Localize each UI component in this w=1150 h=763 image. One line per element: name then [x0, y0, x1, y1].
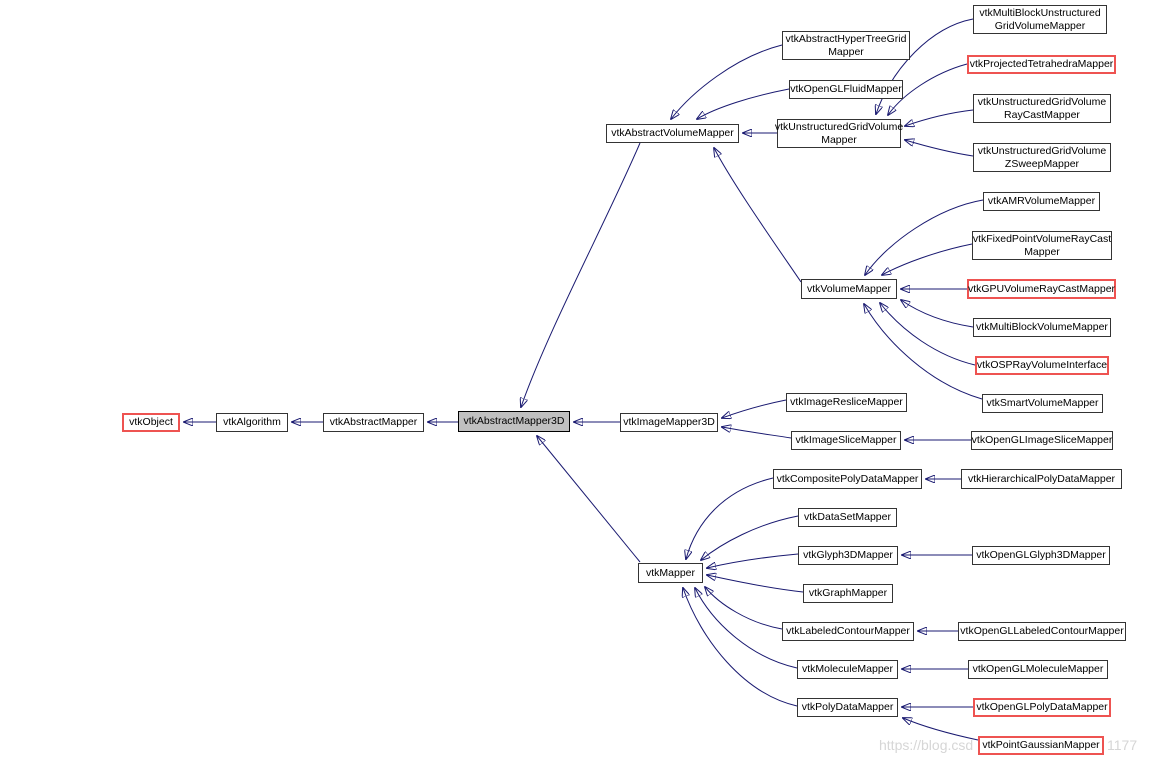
- edge-vtkMultiBlockVolumeMapper-to-vtkVolumeMapper: [901, 300, 974, 328]
- node-vtkOpenGLImageSliceMapper[interactable]: vtkOpenGLImageSliceMapper: [971, 431, 1113, 450]
- node-vtkAbstractMapper3D[interactable]: vtkAbstractMapper3D: [458, 411, 570, 432]
- node-vtkImageSliceMapper[interactable]: vtkImageSliceMapper: [791, 431, 901, 450]
- node-vtkAbstractMapper[interactable]: vtkAbstractMapper: [323, 413, 424, 432]
- edge-vtkImageResliceMapper-to-vtkImageMapper3D: [722, 399, 787, 418]
- node-vtkImageMapper3D[interactable]: vtkImageMapper3D: [620, 413, 718, 432]
- node-vtkMultiBlockUnstructuredGridVolumeMapper[interactable]: vtkMultiBlockUnstructured GridVolumeMapp…: [973, 5, 1107, 34]
- edge-vtkMoleculeMapper-to-vtkMapper: [695, 588, 798, 669]
- edge-vtkGraphMapper-to-vtkMapper: [707, 575, 804, 593]
- node-vtkAbstractHyperTreeGridMapper[interactable]: vtkAbstractHyperTreeGrid Mapper: [782, 31, 910, 60]
- watermark-text-left: https://blog.csd: [879, 737, 974, 753]
- edge-vtkAbstractVolumeMapper-to-vtkAbstractMapper3D: [521, 142, 641, 407]
- edge-vtkFixedPointVolumeRayCastMapper-to-vtkVolumeMapper: [882, 243, 973, 275]
- edge-vtkSmartVolumeMapper-to-vtkVolumeMapper: [864, 304, 983, 400]
- edge-vtkPointGaussianMapper-to-vtkPolyDataMapper: [903, 718, 979, 741]
- edge-vtkAbstractHyperTreeGridMapper-to-vtkAbstractVolumeMapper: [671, 44, 783, 119]
- node-vtkMapper[interactable]: vtkMapper: [638, 563, 703, 583]
- edge-vtkDataSetMapper-to-vtkMapper: [701, 515, 799, 560]
- edge-vtkOpenGLFluidMapper-to-vtkAbstractVolumeMapper: [697, 88, 790, 119]
- node-vtkMultiBlockVolumeMapper[interactable]: vtkMultiBlockVolumeMapper: [973, 318, 1111, 337]
- node-vtkVolumeMapper[interactable]: vtkVolumeMapper: [801, 279, 897, 299]
- node-vtkOpenGLGlyph3DMapper[interactable]: vtkOpenGLGlyph3DMapper: [972, 546, 1110, 565]
- node-vtkPointGaussianMapper[interactable]: vtkPointGaussianMapper: [978, 736, 1104, 755]
- node-vtkCompositePolyDataMapper[interactable]: vtkCompositePolyDataMapper: [773, 469, 922, 489]
- watermark-text-right: 1177: [1107, 737, 1138, 753]
- edge-vtkLabeledContourMapper-to-vtkMapper: [705, 587, 783, 630]
- node-vtkImageResliceMapper[interactable]: vtkImageResliceMapper: [786, 393, 907, 412]
- node-vtkAbstractVolumeMapper[interactable]: vtkAbstractVolumeMapper: [606, 124, 739, 143]
- edge-vtkUnstructuredGridVolumeZSweepMapper-to-vtkUnstructuredGridVolumeMapper: [905, 140, 974, 157]
- edge-vtkImageSliceMapper-to-vtkImageMapper3D: [722, 427, 792, 439]
- node-vtkOpenGLLabeledContourMapper[interactable]: vtkOpenGLLabeledContourMapper: [958, 622, 1126, 641]
- node-vtkUnstructuredGridVolumeMapper[interactable]: vtkUnstructuredGridVolume Mapper: [775, 119, 903, 148]
- edge-vtkVolumeMapper-to-vtkAbstractVolumeMapper: [714, 148, 802, 283]
- node-vtkFixedPointVolumeRayCastMapper[interactable]: vtkFixedPointVolumeRayCast Mapper: [972, 231, 1112, 260]
- edge-vtkGlyph3DMapper-to-vtkMapper: [707, 553, 799, 568]
- edge-vtkCompositePolyDataMapper-to-vtkMapper: [686, 477, 774, 559]
- edge-vtkOSPRayVolumeInterface-to-vtkVolumeMapper: [880, 303, 976, 366]
- edge-vtkUnstructuredGridVolumeRayCastMapper-to-vtkUnstructuredGridVolumeMapper: [905, 109, 974, 126]
- node-vtkMoleculeMapper[interactable]: vtkMoleculeMapper: [797, 660, 898, 679]
- node-vtkGPUVolumeRayCastMapper[interactable]: vtkGPUVolumeRayCastMapper: [967, 279, 1116, 299]
- node-vtkOSPRayVolumeInterface[interactable]: vtkOSPRayVolumeInterface: [975, 356, 1109, 375]
- node-vtkSmartVolumeMapper[interactable]: vtkSmartVolumeMapper: [982, 394, 1103, 413]
- node-vtkObject[interactable]: vtkObject: [122, 413, 180, 432]
- node-vtkProjectedTetrahedraMapper[interactable]: vtkProjectedTetrahedraMapper: [967, 55, 1116, 74]
- edge-vtkProjectedTetrahedraMapper-to-vtkUnstructuredGridVolumeMapper: [888, 63, 968, 115]
- edge-vtkMapper-to-vtkAbstractMapper3D: [537, 436, 641, 563]
- node-vtkOpenGLFluidMapper[interactable]: vtkOpenGLFluidMapper: [789, 80, 903, 99]
- node-vtkAlgorithm[interactable]: vtkAlgorithm: [216, 413, 288, 432]
- node-vtkUnstructuredGridVolumeZSweepMapper[interactable]: vtkUnstructuredGridVolume ZSweepMapper: [973, 143, 1111, 172]
- node-vtkGlyph3DMapper[interactable]: vtkGlyph3DMapper: [798, 546, 898, 565]
- node-vtkDataSetMapper[interactable]: vtkDataSetMapper: [798, 508, 897, 527]
- node-vtkHierarchicalPolyDataMapper[interactable]: vtkHierarchicalPolyDataMapper: [961, 469, 1122, 489]
- node-vtkGraphMapper[interactable]: vtkGraphMapper: [803, 584, 893, 603]
- node-vtkAMRVolumeMapper[interactable]: vtkAMRVolumeMapper: [983, 192, 1100, 211]
- node-vtkUnstructuredGridVolumeRayCastMapper[interactable]: vtkUnstructuredGridVolume RayCastMapper: [973, 94, 1111, 123]
- node-vtkOpenGLMoleculeMapper[interactable]: vtkOpenGLMoleculeMapper: [968, 660, 1108, 679]
- node-vtkPolyDataMapper[interactable]: vtkPolyDataMapper: [797, 698, 898, 717]
- edge-vtkAMRVolumeMapper-to-vtkVolumeMapper: [865, 199, 984, 275]
- node-vtkLabeledContourMapper[interactable]: vtkLabeledContourMapper: [782, 622, 914, 641]
- edge-vtkPolyDataMapper-to-vtkMapper: [683, 588, 798, 707]
- node-vtkOpenGLPolyDataMapper[interactable]: vtkOpenGLPolyDataMapper: [973, 698, 1111, 717]
